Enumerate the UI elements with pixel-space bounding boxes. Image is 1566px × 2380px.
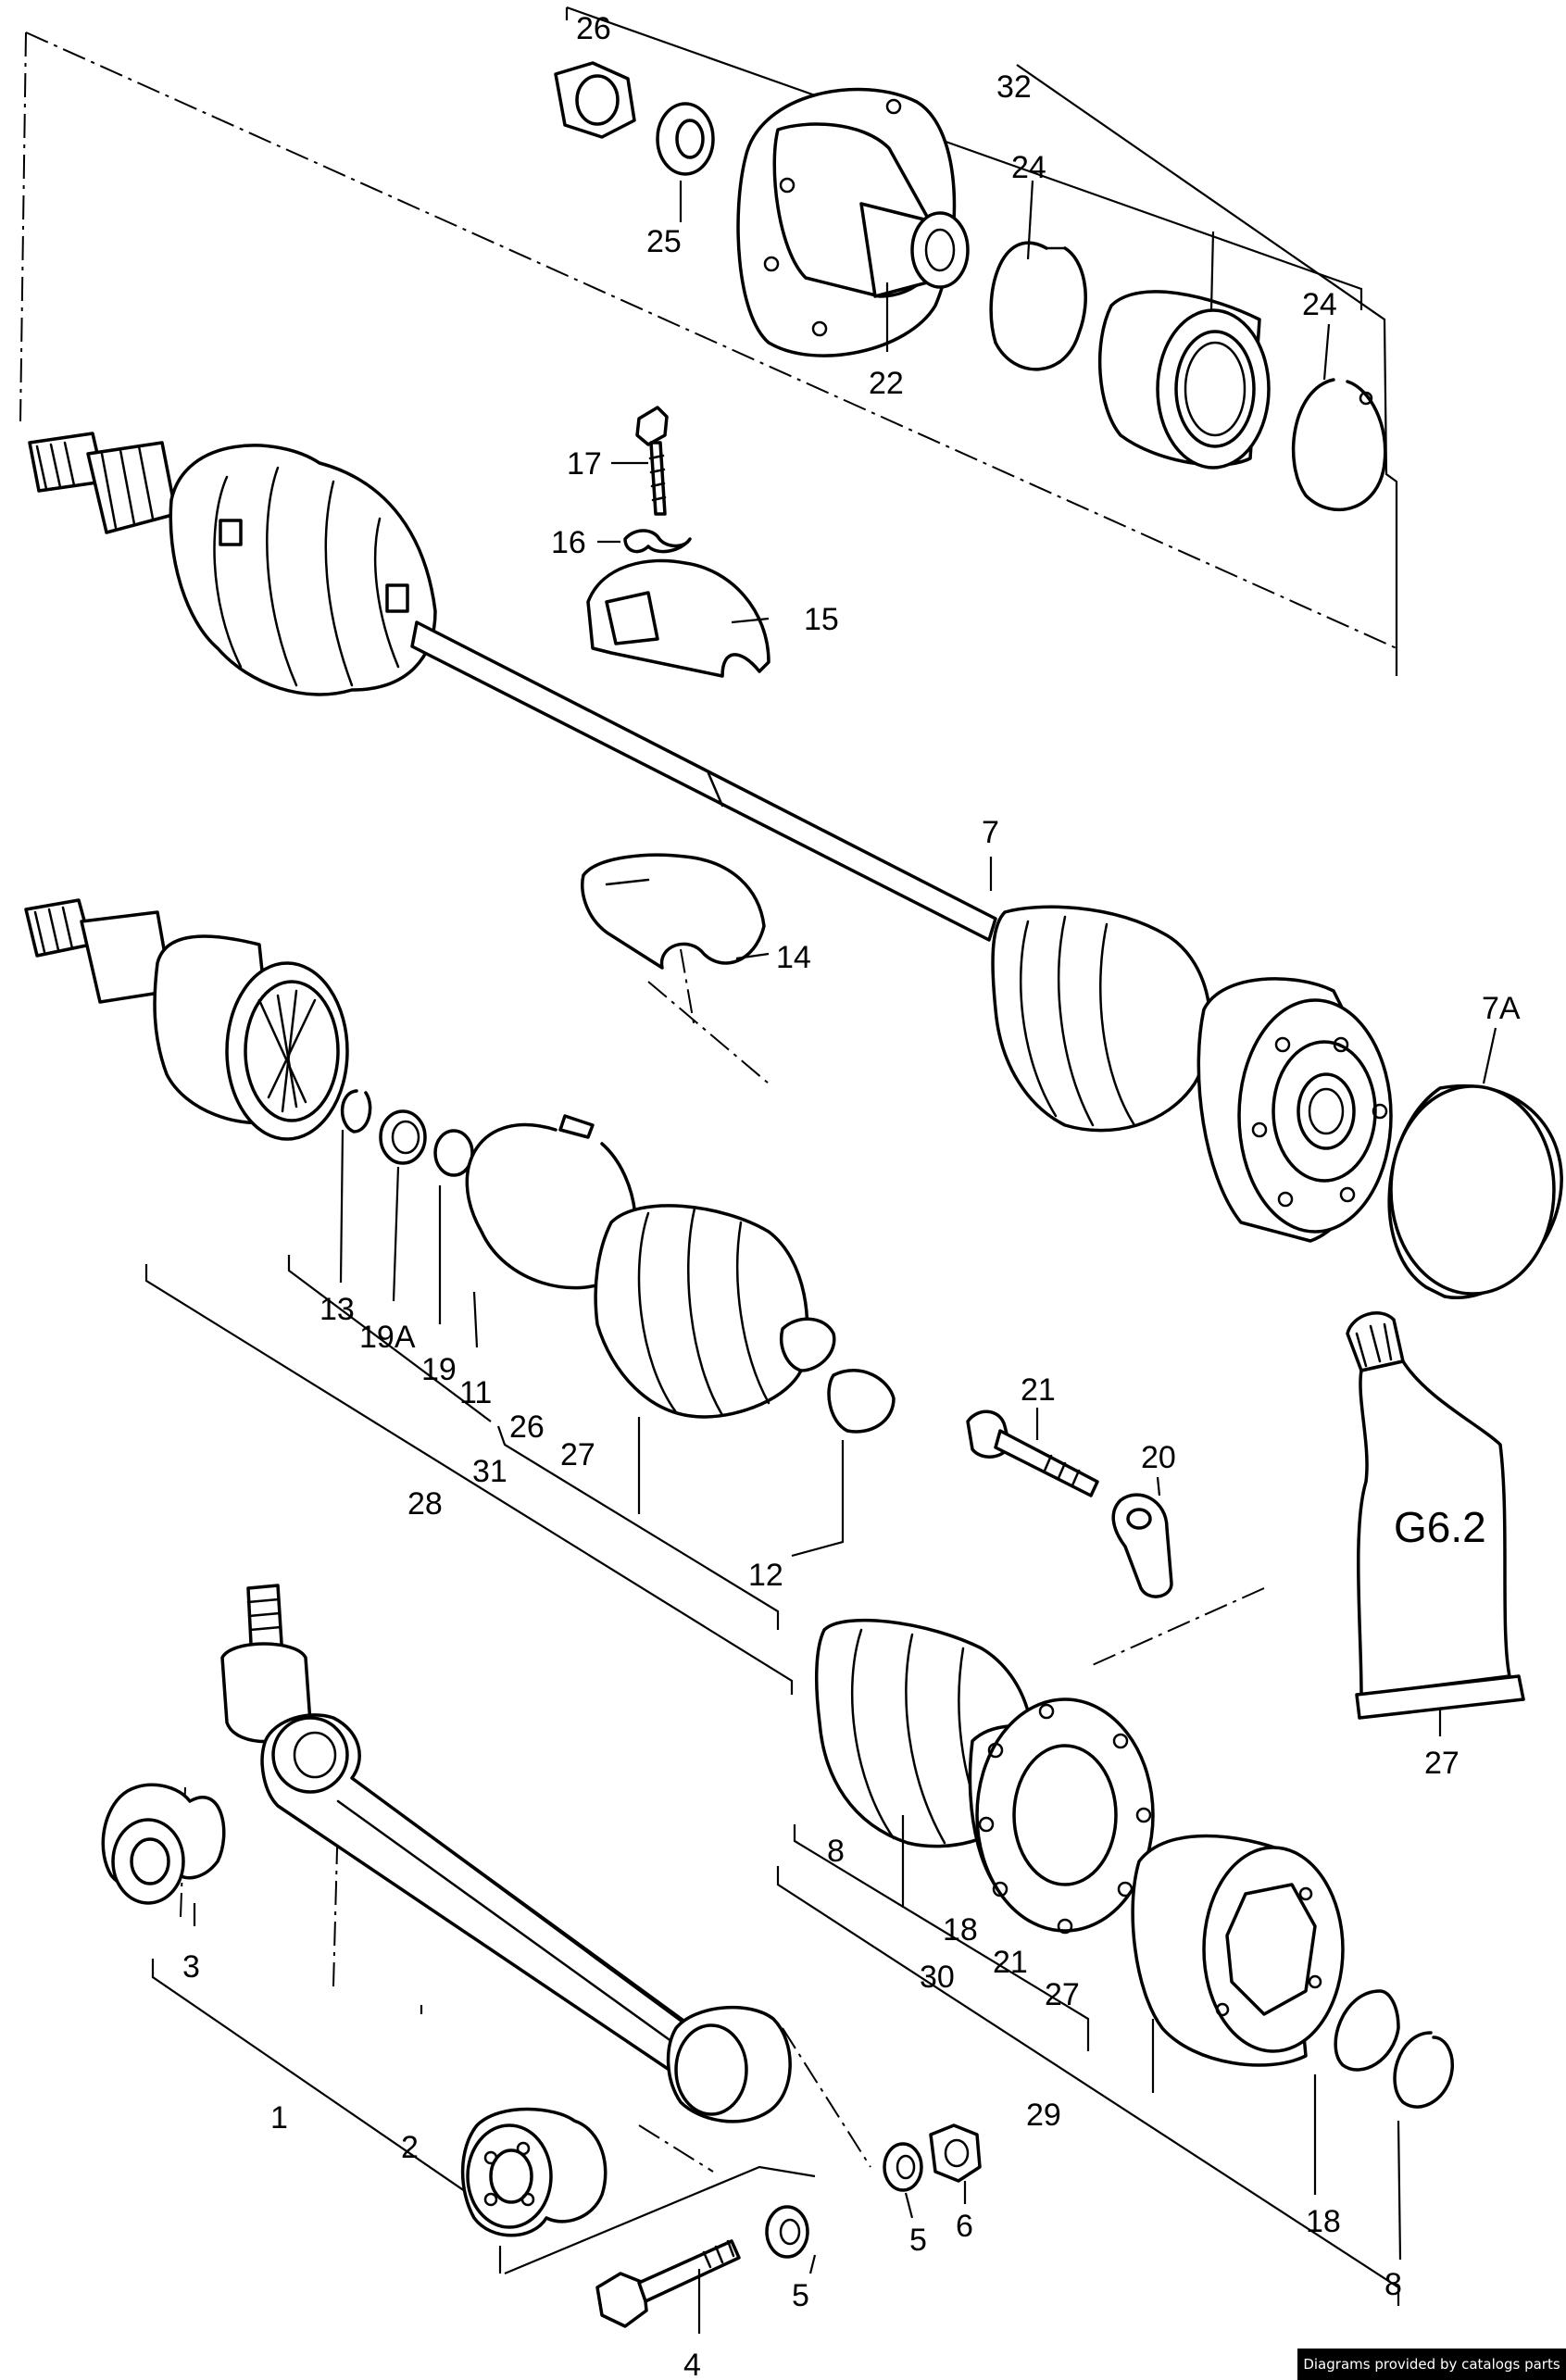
callout-27-low: 27 (1045, 1977, 1080, 2012)
callout-7: 7 (982, 815, 999, 850)
leader-lines (193, 180, 1497, 2334)
callout-21: 21 (1021, 1372, 1056, 1408)
callout-labels: 26 32 25 24 22 24 17 16 15 7 14 7A 13 19… (182, 11, 1521, 2380)
callout-5: 5 (909, 2223, 927, 2258)
callout-19A: 19A (359, 1320, 416, 1355)
callout-8: 8 (1384, 2267, 1402, 2302)
callout-19: 19 (421, 1352, 457, 1387)
callout-20: 20 (1141, 1440, 1176, 1475)
callout-4: 4 (683, 2348, 701, 2380)
lower-joint-group (815, 1618, 1454, 2109)
callout-16: 16 (551, 525, 586, 560)
cv-joint-group (24, 898, 896, 1434)
callout-12: 12 (748, 1558, 783, 1593)
callout-8: 8 (827, 1834, 845, 1869)
callout-30: 30 (920, 1960, 955, 1995)
callout-26: 26 (576, 11, 611, 46)
hub-group (554, 61, 1387, 511)
control-arm-group (101, 1584, 982, 2328)
callout-2: 2 (401, 2130, 419, 2165)
callout-31: 31 (472, 1454, 507, 1489)
callout-18: 18 (1306, 2204, 1341, 2239)
drive-shaft-assembly (28, 432, 1393, 1243)
callout-11: 11 (459, 1375, 492, 1410)
callout-24: 24 (1011, 150, 1046, 185)
callout-3: 3 (182, 1949, 200, 1985)
callout-24: 24 (1302, 287, 1337, 322)
clamp-group (581, 406, 770, 970)
catalog-credit-badge: Diagrams provided by catalogs parts (1297, 2349, 1566, 2380)
callout-22: 22 (869, 366, 904, 401)
callout-1: 1 (270, 2100, 288, 2136)
callout-25: 25 (646, 224, 682, 259)
callout-5: 5 (792, 2278, 809, 2313)
callout-21: 21 (993, 1945, 1028, 1980)
tube-marking: G6.2 (1394, 1503, 1486, 1551)
callout-6: 6 (956, 2209, 973, 2244)
grease-tube: G6.2 (1346, 1311, 1525, 1720)
callout-29: 29 (1026, 2098, 1061, 2133)
callout-14: 14 (776, 940, 811, 975)
callout-26-mid: 26 (509, 1409, 545, 1445)
guide-lines (19, 31, 1397, 2173)
cover-cap (1387, 1084, 1563, 1299)
callout-15: 15 (804, 602, 839, 637)
callout-27-mid: 27 (560, 1437, 595, 1472)
callout-13: 13 (319, 1292, 355, 1327)
callout-32: 32 (996, 69, 1032, 105)
callout-17: 17 (567, 446, 602, 482)
callout-18: 18 (943, 1912, 978, 1948)
callout-7A: 7A (1482, 991, 1521, 1026)
bolt-plate-group (966, 1409, 1173, 1598)
callout-27-tube: 27 (1424, 1746, 1460, 1781)
callout-28: 28 (407, 1486, 443, 1522)
